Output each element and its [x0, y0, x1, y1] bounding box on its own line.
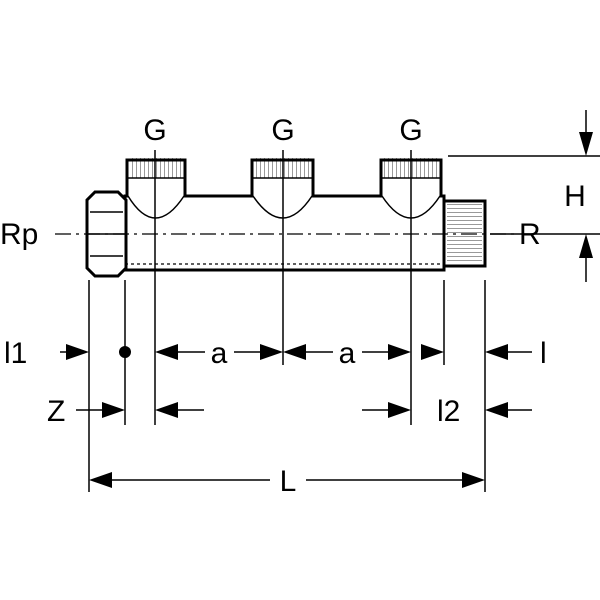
outlet-thread-1 [130, 158, 183, 178]
z-label: Z [47, 395, 65, 428]
total-length-dimension [89, 472, 485, 488]
dimension-row-1 [60, 344, 532, 360]
reference-point [119, 346, 131, 358]
dimension-row-2 [76, 402, 532, 418]
l-label: l [540, 337, 547, 370]
total-length-label: L [280, 465, 297, 498]
manifold-body [123, 158, 446, 272]
l1-label: l1 [4, 337, 27, 370]
spacing-label-1: a [211, 337, 228, 370]
outlet-label-1: G [143, 114, 166, 147]
outlet-thread-label: R [519, 218, 541, 251]
inlet-thread-label: Rp [0, 218, 38, 251]
outlet-label-2: G [271, 114, 294, 147]
spacing-label-2: a [339, 337, 356, 370]
height-dimension [579, 110, 593, 282]
height-label: H [564, 180, 586, 213]
outlet-label-3: G [399, 114, 422, 147]
l2-label: l2 [437, 395, 460, 428]
